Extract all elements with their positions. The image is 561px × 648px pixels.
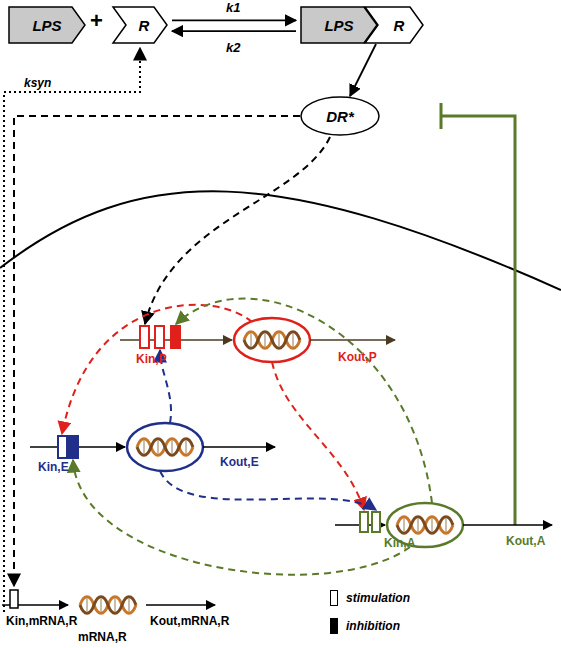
rate-label: Kin,mRNA,R [6, 614, 77, 628]
node-text: R [384, 17, 405, 34]
reaction-arrow [350, 44, 376, 96]
rate-label: Kout,P [338, 350, 377, 364]
legend-swatch [330, 590, 338, 606]
blue-dashed-line [160, 471, 376, 510]
plus-sign: + [90, 8, 103, 34]
rate-label: Kin,A [384, 536, 415, 550]
inhibition-line [441, 103, 515, 525]
node-text: LPS [324, 17, 353, 34]
molecule-shape: R [112, 6, 168, 44]
molecule-shape: LPS [8, 6, 86, 44]
node-text: DR* [326, 108, 354, 125]
gene-a [335, 503, 552, 547]
red-dashed-line [62, 305, 252, 434]
rate-label: Kin,P [136, 352, 167, 366]
rate-label: k2 [226, 40, 240, 55]
rate-label: ksyn [24, 76, 51, 90]
rate-label: mRNA,R [78, 630, 127, 644]
rate-label: Kin,E [38, 460, 69, 474]
green-dashed-line [176, 299, 432, 503]
node-text: R [131, 17, 150, 34]
legend-text: inhibition [346, 619, 400, 633]
signal-dashed-line [145, 137, 330, 324]
rate-label: Kout,A [506, 534, 545, 548]
molecule-shape: LPS [300, 6, 378, 44]
rate-label: Kout,mRNA,R [150, 614, 229, 628]
red-dashed-line [272, 362, 364, 510]
legend-swatch [330, 618, 338, 634]
green-dashed-line [73, 460, 410, 575]
legend-text: stimulation [346, 591, 410, 605]
rate-label: Kout,E [220, 455, 259, 469]
reaction-arrow [172, 20, 296, 31]
state-ellipse: DR* [300, 96, 380, 136]
rate-label: k1 [226, 0, 240, 15]
gene-mrna-r [2, 590, 215, 613]
synthesis-dotted-line [4, 48, 140, 612]
node-text: LPS [32, 17, 61, 34]
cell-membrane [0, 191, 561, 290]
